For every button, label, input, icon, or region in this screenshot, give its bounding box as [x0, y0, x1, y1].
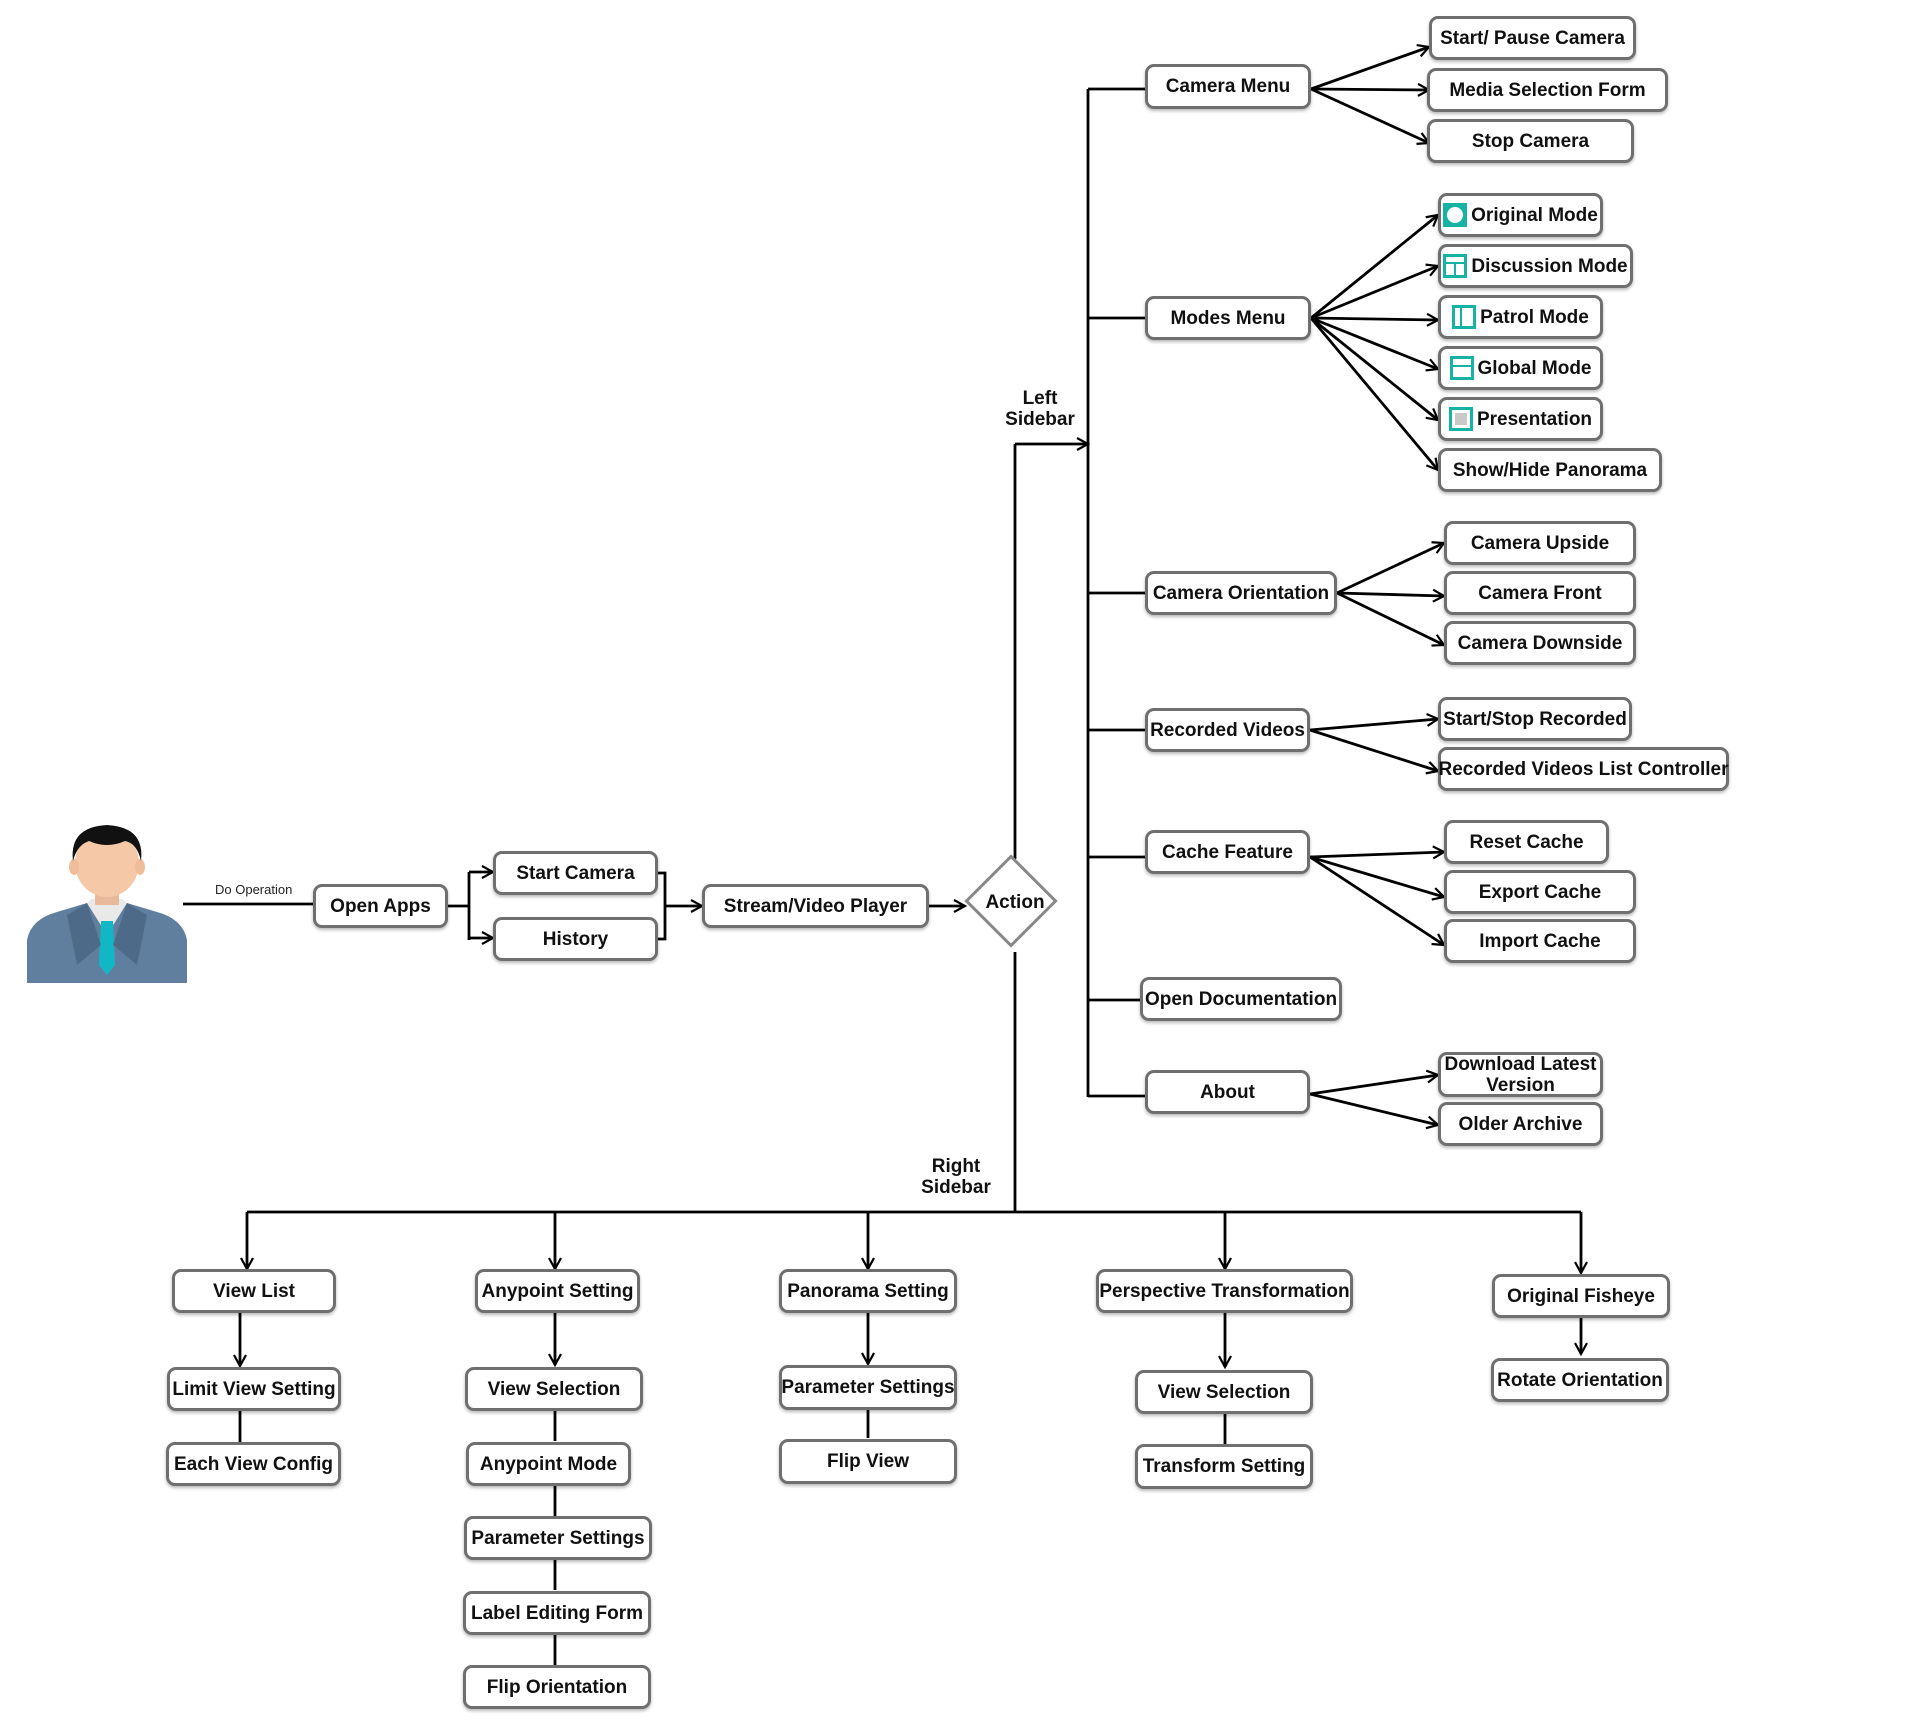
flip-orientation-node[interactable]: Flip Orientation [463, 1665, 651, 1709]
export-cache-node[interactable]: Export Cache [1444, 870, 1636, 914]
about-node[interactable]: About [1145, 1070, 1310, 1114]
original-mode-icon [1443, 203, 1468, 227]
each-view-config-node[interactable]: Each View Config [166, 1442, 341, 1486]
global-mode-label: Global Mode [1477, 357, 1592, 379]
rotate-orientation-node[interactable]: Rotate Orientation [1491, 1358, 1669, 1402]
modes-menu-node[interactable]: Modes Menu [1145, 296, 1311, 340]
original-mode-node[interactable]: Original Mode [1438, 193, 1603, 237]
patrol-mode-node[interactable]: Patrol Mode [1438, 295, 1603, 339]
anypoint-view-selection-node[interactable]: View Selection [465, 1367, 643, 1411]
camera-downside-node[interactable]: Camera Downside [1444, 621, 1636, 665]
stream-video-player-node[interactable]: Stream/Video Player [702, 884, 929, 928]
recorded-videos-node[interactable]: Recorded Videos [1145, 708, 1310, 752]
open-documentation-node[interactable]: Open Documentation [1140, 977, 1342, 1021]
anypoint-mode-node[interactable]: Anypoint Mode [466, 1442, 631, 1486]
anypoint-setting-node[interactable]: Anypoint Setting [475, 1269, 640, 1313]
presentation-mode-icon [1448, 407, 1473, 431]
transform-setting-node[interactable]: Transform Setting [1135, 1444, 1313, 1489]
stop-camera-node[interactable]: Stop Camera [1427, 119, 1634, 163]
global-mode-node[interactable]: Global Mode [1438, 346, 1603, 390]
right-sidebar-label: Right Sidebar [921, 1156, 991, 1198]
camera-upside-node[interactable]: Camera Upside [1444, 521, 1636, 565]
camera-orientation-node[interactable]: Camera Orientation [1145, 571, 1337, 615]
flip-view-node[interactable]: Flip View [779, 1439, 957, 1484]
start-camera-node[interactable]: Start Camera [493, 851, 658, 895]
do-operation-label: Do Operation [215, 882, 293, 897]
patrol-mode-icon [1452, 305, 1477, 329]
discussion-mode-node[interactable]: Discussion Mode [1438, 244, 1633, 288]
media-selection-form-node[interactable]: Media Selection Form [1427, 68, 1668, 112]
discussion-mode-icon [1443, 254, 1468, 278]
view-list-node[interactable]: View List [172, 1269, 336, 1313]
start-stop-recorded-node[interactable]: Start/Stop Recorded [1438, 697, 1632, 741]
anypoint-parameter-settings-node[interactable]: Parameter Settings [464, 1516, 652, 1560]
show-hide-panorama-node[interactable]: Show/Hide Panorama [1438, 448, 1662, 492]
history-node[interactable]: History [493, 917, 658, 961]
label-editing-form-node[interactable]: Label Editing Form [463, 1591, 651, 1635]
reset-cache-node[interactable]: Reset Cache [1444, 820, 1609, 864]
import-cache-node[interactable]: Import Cache [1444, 919, 1636, 963]
presentation-mode-label: Presentation [1476, 408, 1593, 430]
limit-view-setting-node[interactable]: Limit View Setting [167, 1367, 341, 1411]
original-fisheye-node[interactable]: Original Fisheye [1492, 1274, 1670, 1318]
businessman-icon [27, 825, 187, 983]
camera-front-node[interactable]: Camera Front [1444, 571, 1636, 615]
older-archive-node[interactable]: Older Archive [1438, 1102, 1603, 1146]
global-mode-icon [1449, 356, 1474, 380]
presentation-mode-node[interactable]: Presentation [1438, 397, 1603, 441]
original-mode-label: Original Mode [1471, 204, 1598, 226]
left-sidebar-label: Left Sidebar [1005, 388, 1075, 430]
download-latest-version-node[interactable]: Download Latest Version [1438, 1052, 1603, 1097]
cache-feature-node[interactable]: Cache Feature [1145, 830, 1310, 874]
panorama-parameter-settings-node[interactable]: Parameter Settings [779, 1365, 957, 1410]
perspective-view-selection-node[interactable]: View Selection [1135, 1370, 1313, 1414]
patrol-mode-label: Patrol Mode [1480, 306, 1589, 328]
recorded-videos-list-controller-node[interactable]: Recorded Videos List Controller [1438, 747, 1729, 791]
perspective-transformation-node[interactable]: Perspective Transformation [1096, 1269, 1353, 1313]
camera-menu-node[interactable]: Camera Menu [1145, 64, 1311, 109]
open-apps-node[interactable]: Open Apps [313, 884, 448, 928]
action-label: Action [985, 892, 1045, 913]
start-pause-camera-node[interactable]: Start/ Pause Camera [1429, 16, 1636, 60]
discussion-mode-label: Discussion Mode [1471, 255, 1628, 277]
panorama-setting-node[interactable]: Panorama Setting [779, 1269, 957, 1313]
